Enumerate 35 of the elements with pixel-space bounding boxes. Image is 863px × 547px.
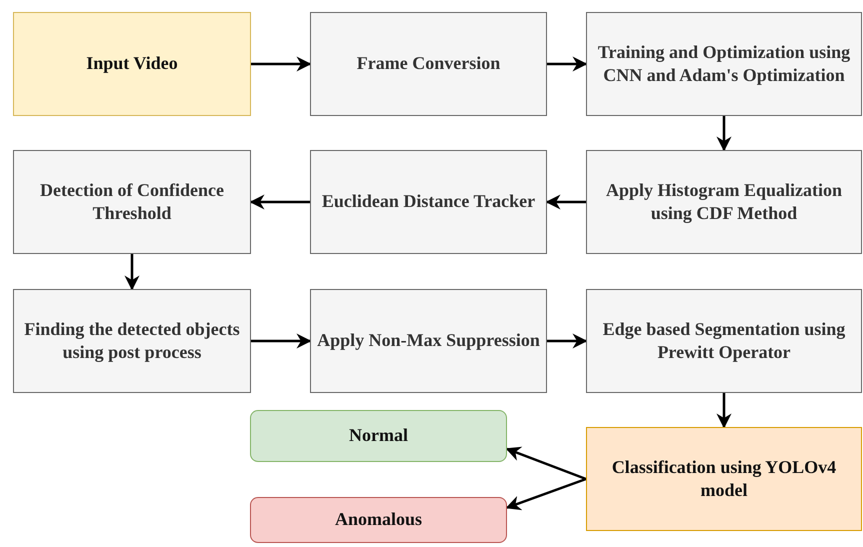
process-box <box>586 427 862 531</box>
result-box <box>250 410 507 462</box>
arrow <box>716 393 732 428</box>
node-label: Input Video <box>86 52 178 76</box>
node-label: Frame Conversion <box>356 52 500 76</box>
arrow <box>506 446 586 480</box>
process-box <box>586 289 862 393</box>
node-label: Classification using YOLOv4 model <box>610 456 838 502</box>
result-box <box>250 497 507 543</box>
process-box <box>13 12 251 116</box>
arrow <box>251 56 312 72</box>
arrow <box>547 56 588 72</box>
arrow <box>547 334 588 348</box>
process-box <box>586 150 862 254</box>
process-box <box>13 289 251 393</box>
arrow <box>506 478 586 510</box>
arrow <box>124 254 140 290</box>
process-box <box>310 12 547 116</box>
process-box <box>310 150 547 254</box>
arrow <box>251 334 312 348</box>
arrow <box>716 116 732 152</box>
node-label: Normal <box>349 424 408 448</box>
node-label: Euclidean Distance Tracker <box>322 190 536 214</box>
process-box <box>310 289 547 393</box>
node-label: Training and Optimization using CNN and Adam's Optimization <box>596 40 852 87</box>
node-label: Edge based Segmentation using Prewitt Operator <box>602 318 846 364</box>
node-label: Apply Histogram Equalization using CDF Method <box>604 178 844 225</box>
node-label: Finding the detected objects using post process <box>23 318 241 364</box>
node-label: Detection of Confidence Threshold <box>39 178 225 225</box>
process-box <box>13 150 251 254</box>
arrow <box>250 194 310 210</box>
node-label: Anomalous <box>334 508 422 532</box>
arrow <box>546 194 586 210</box>
process-box <box>586 12 862 116</box>
node-label: Apply Non-Max Suppression <box>317 329 540 352</box>
